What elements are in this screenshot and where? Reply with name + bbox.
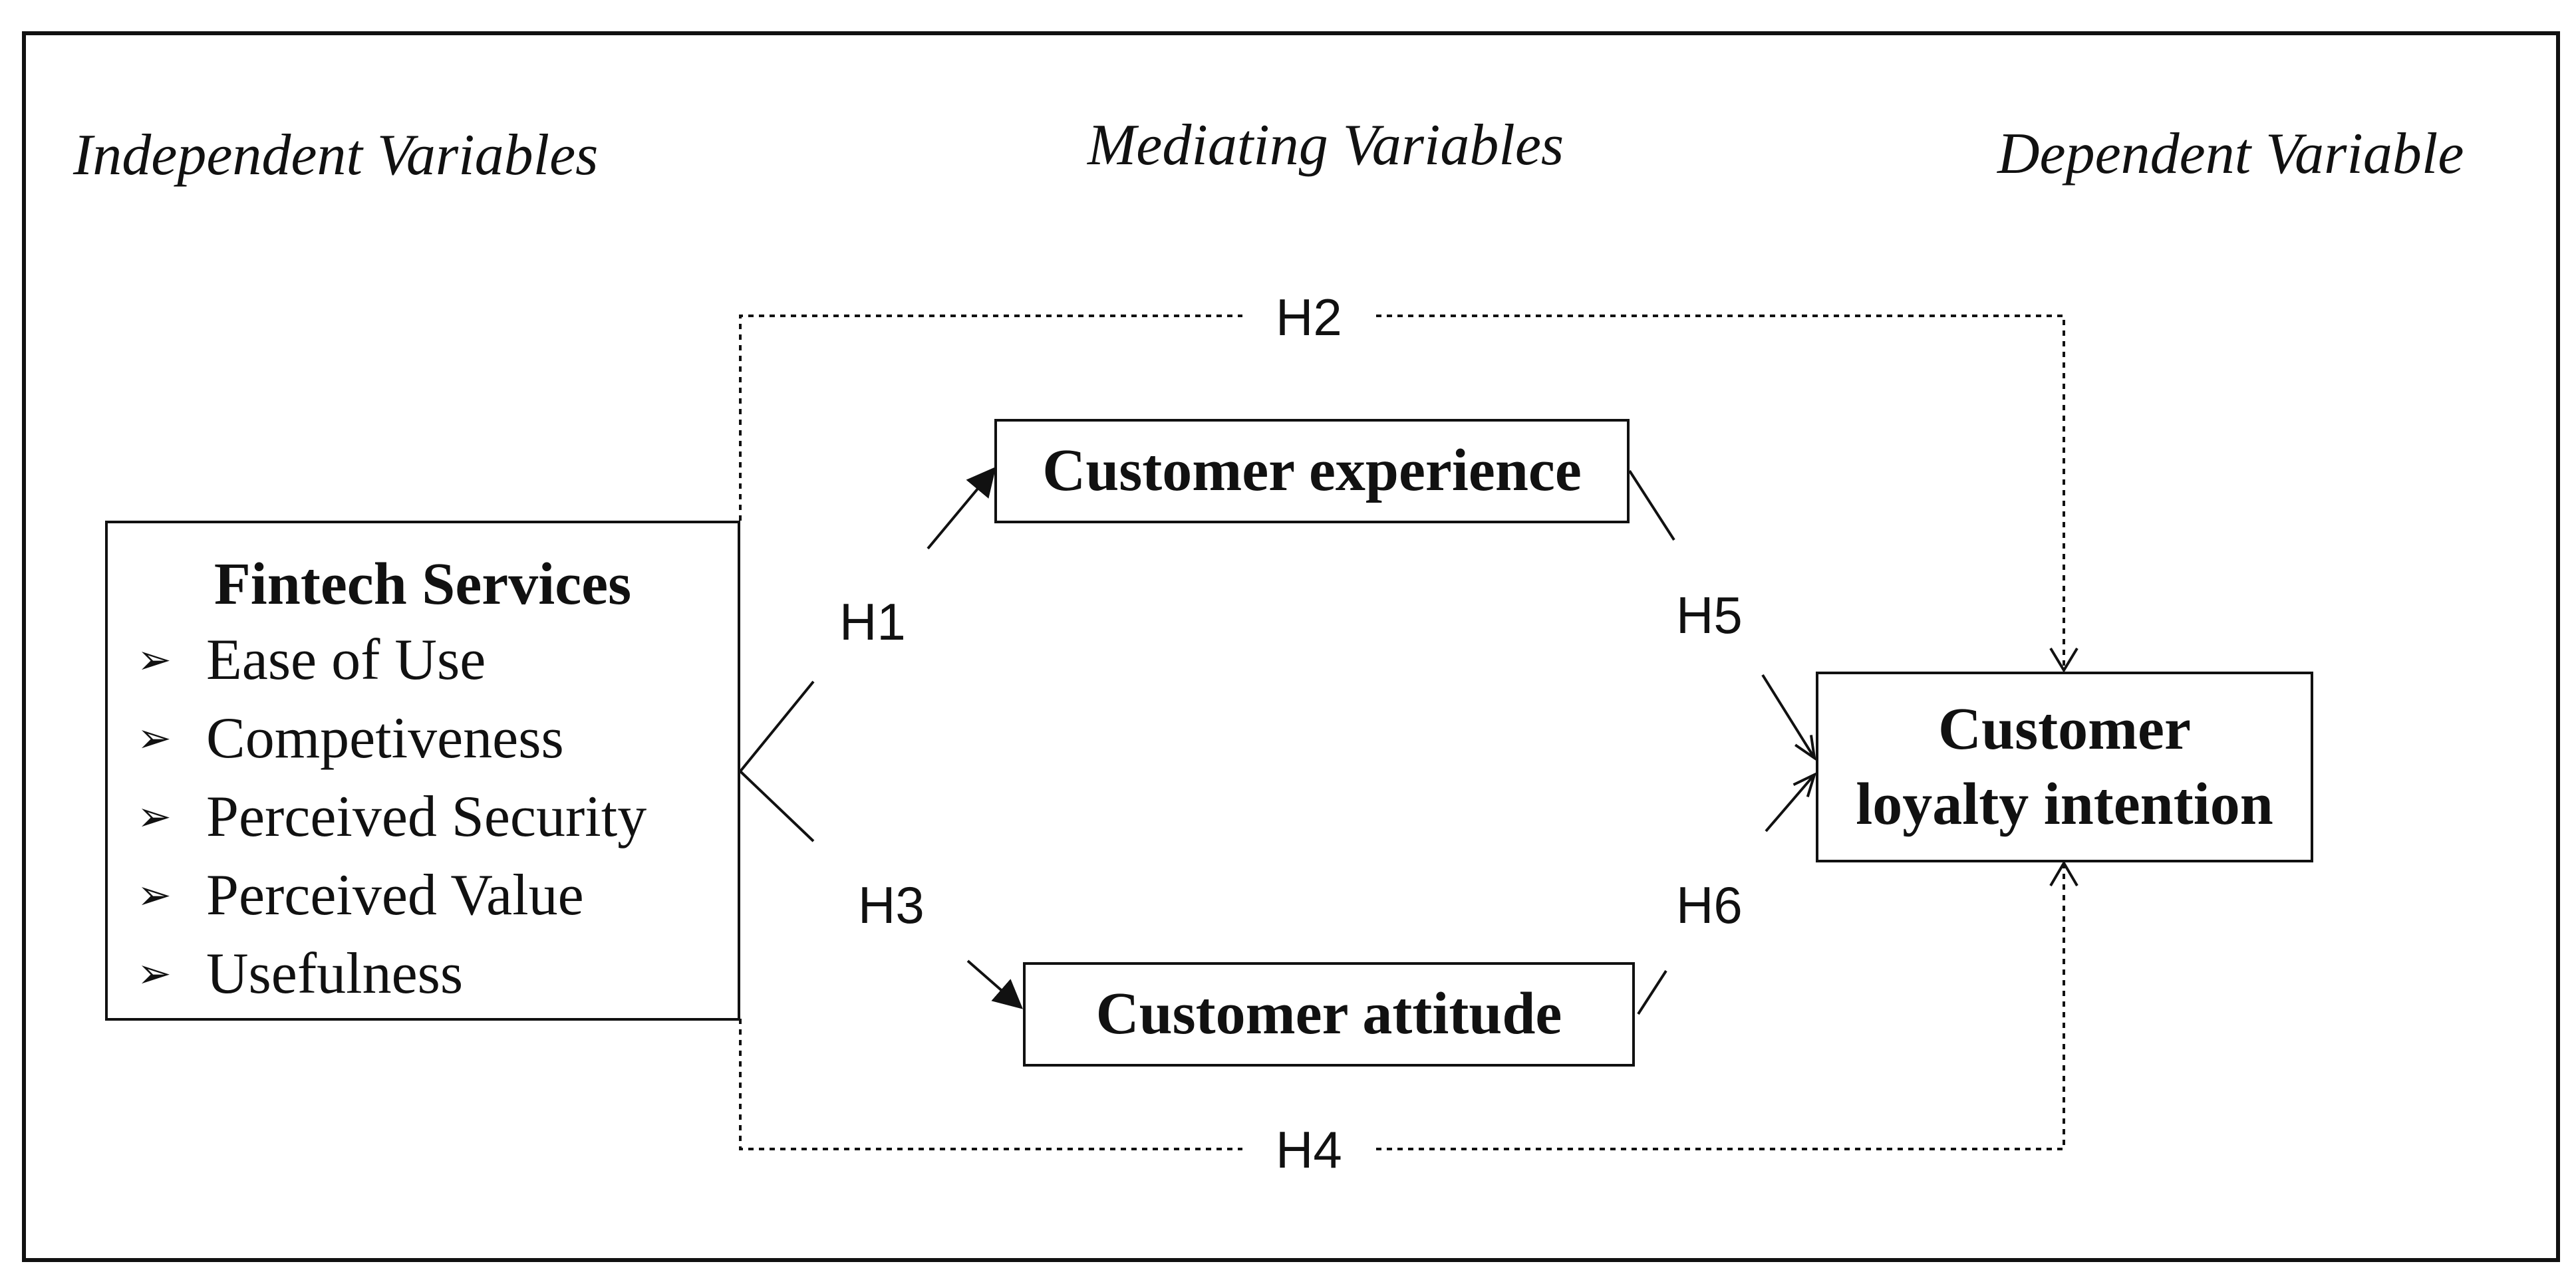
- list-item-label: Perceived Security: [206, 784, 647, 849]
- arrow-bullet-icon: ➢: [137, 794, 172, 840]
- arrow-bullet-icon: ➢: [137, 637, 172, 683]
- header-dependent: Dependent Variable: [1997, 122, 2464, 186]
- hypothesis-label-h2: H2: [1242, 291, 1375, 343]
- list-item: ➢ Perceived Security: [134, 778, 738, 856]
- fintech-services-box: Fintech Services ➢ Ease of Use ➢ Competive…: [105, 521, 740, 1021]
- h2-dotted-path: [739, 315, 2065, 668]
- list-item: ➢ Usefulness: [134, 935, 738, 1013]
- h5-arrow: [1761, 674, 1814, 758]
- customer-attitude-label: Customer attitude: [1095, 981, 1562, 1047]
- arrow-bullet-icon: ➢: [137, 951, 172, 997]
- customer-loyalty-intention-box: Customer loyalty intention: [1816, 672, 2313, 862]
- fintech-services-title: Fintech Services: [214, 551, 632, 617]
- customer-experience-box: Customer experience: [994, 419, 1630, 523]
- h5-line-upper: [1628, 469, 1675, 541]
- arrow-bullet-icon: ➢: [137, 872, 172, 918]
- customer-loyalty-line1: Customer: [1938, 696, 2191, 762]
- h1-arrow: [927, 466, 996, 550]
- outer-frame: [22, 31, 2560, 1262]
- h6-arrow: [1765, 775, 1814, 833]
- list-item-label: Perceived Value: [206, 862, 584, 928]
- customer-experience-label: Customer experience: [1042, 438, 1582, 504]
- h3-arrow: [966, 960, 1024, 1009]
- list-item: ➢ Perceived Value: [134, 856, 738, 935]
- h4-dotted-path: [739, 864, 2065, 1150]
- list-item: ➢ Competiveness: [134, 700, 738, 778]
- branch-line-lower: [739, 770, 815, 842]
- hypothesis-label-h1: H1: [839, 592, 906, 651]
- customer-loyalty-line2: loyalty intention: [1856, 771, 2273, 837]
- list-item: ➢ Ease of Use: [134, 621, 738, 700]
- header-mediating: Mediating Variables: [1087, 113, 1564, 178]
- hypothesis-label-h6: H6: [1676, 876, 1743, 934]
- hypothesis-label-h5: H5: [1676, 586, 1743, 644]
- arrow-bullet-icon: ➢: [137, 715, 172, 761]
- h2-arrowhead: [2049, 647, 2078, 673]
- h4-arrowhead: [2049, 860, 2078, 887]
- branch-line-upper: [739, 680, 815, 773]
- h6-line-lower: [1637, 969, 1667, 1015]
- customer-attitude-box: Customer attitude: [1023, 962, 1635, 1067]
- hypothesis-label-h4: H4: [1242, 1124, 1375, 1176]
- fintech-feature-list: ➢ Ease of Use ➢ Competiveness ➢ Perceived S…: [134, 621, 738, 1013]
- hypothesis-label-h3: H3: [858, 876, 925, 934]
- list-item-label: Ease of Use: [206, 627, 486, 692]
- list-item-label: Usefulness: [206, 941, 464, 1006]
- header-independent: Independent Variables: [73, 123, 599, 188]
- list-item-label: Competiveness: [206, 705, 564, 771]
